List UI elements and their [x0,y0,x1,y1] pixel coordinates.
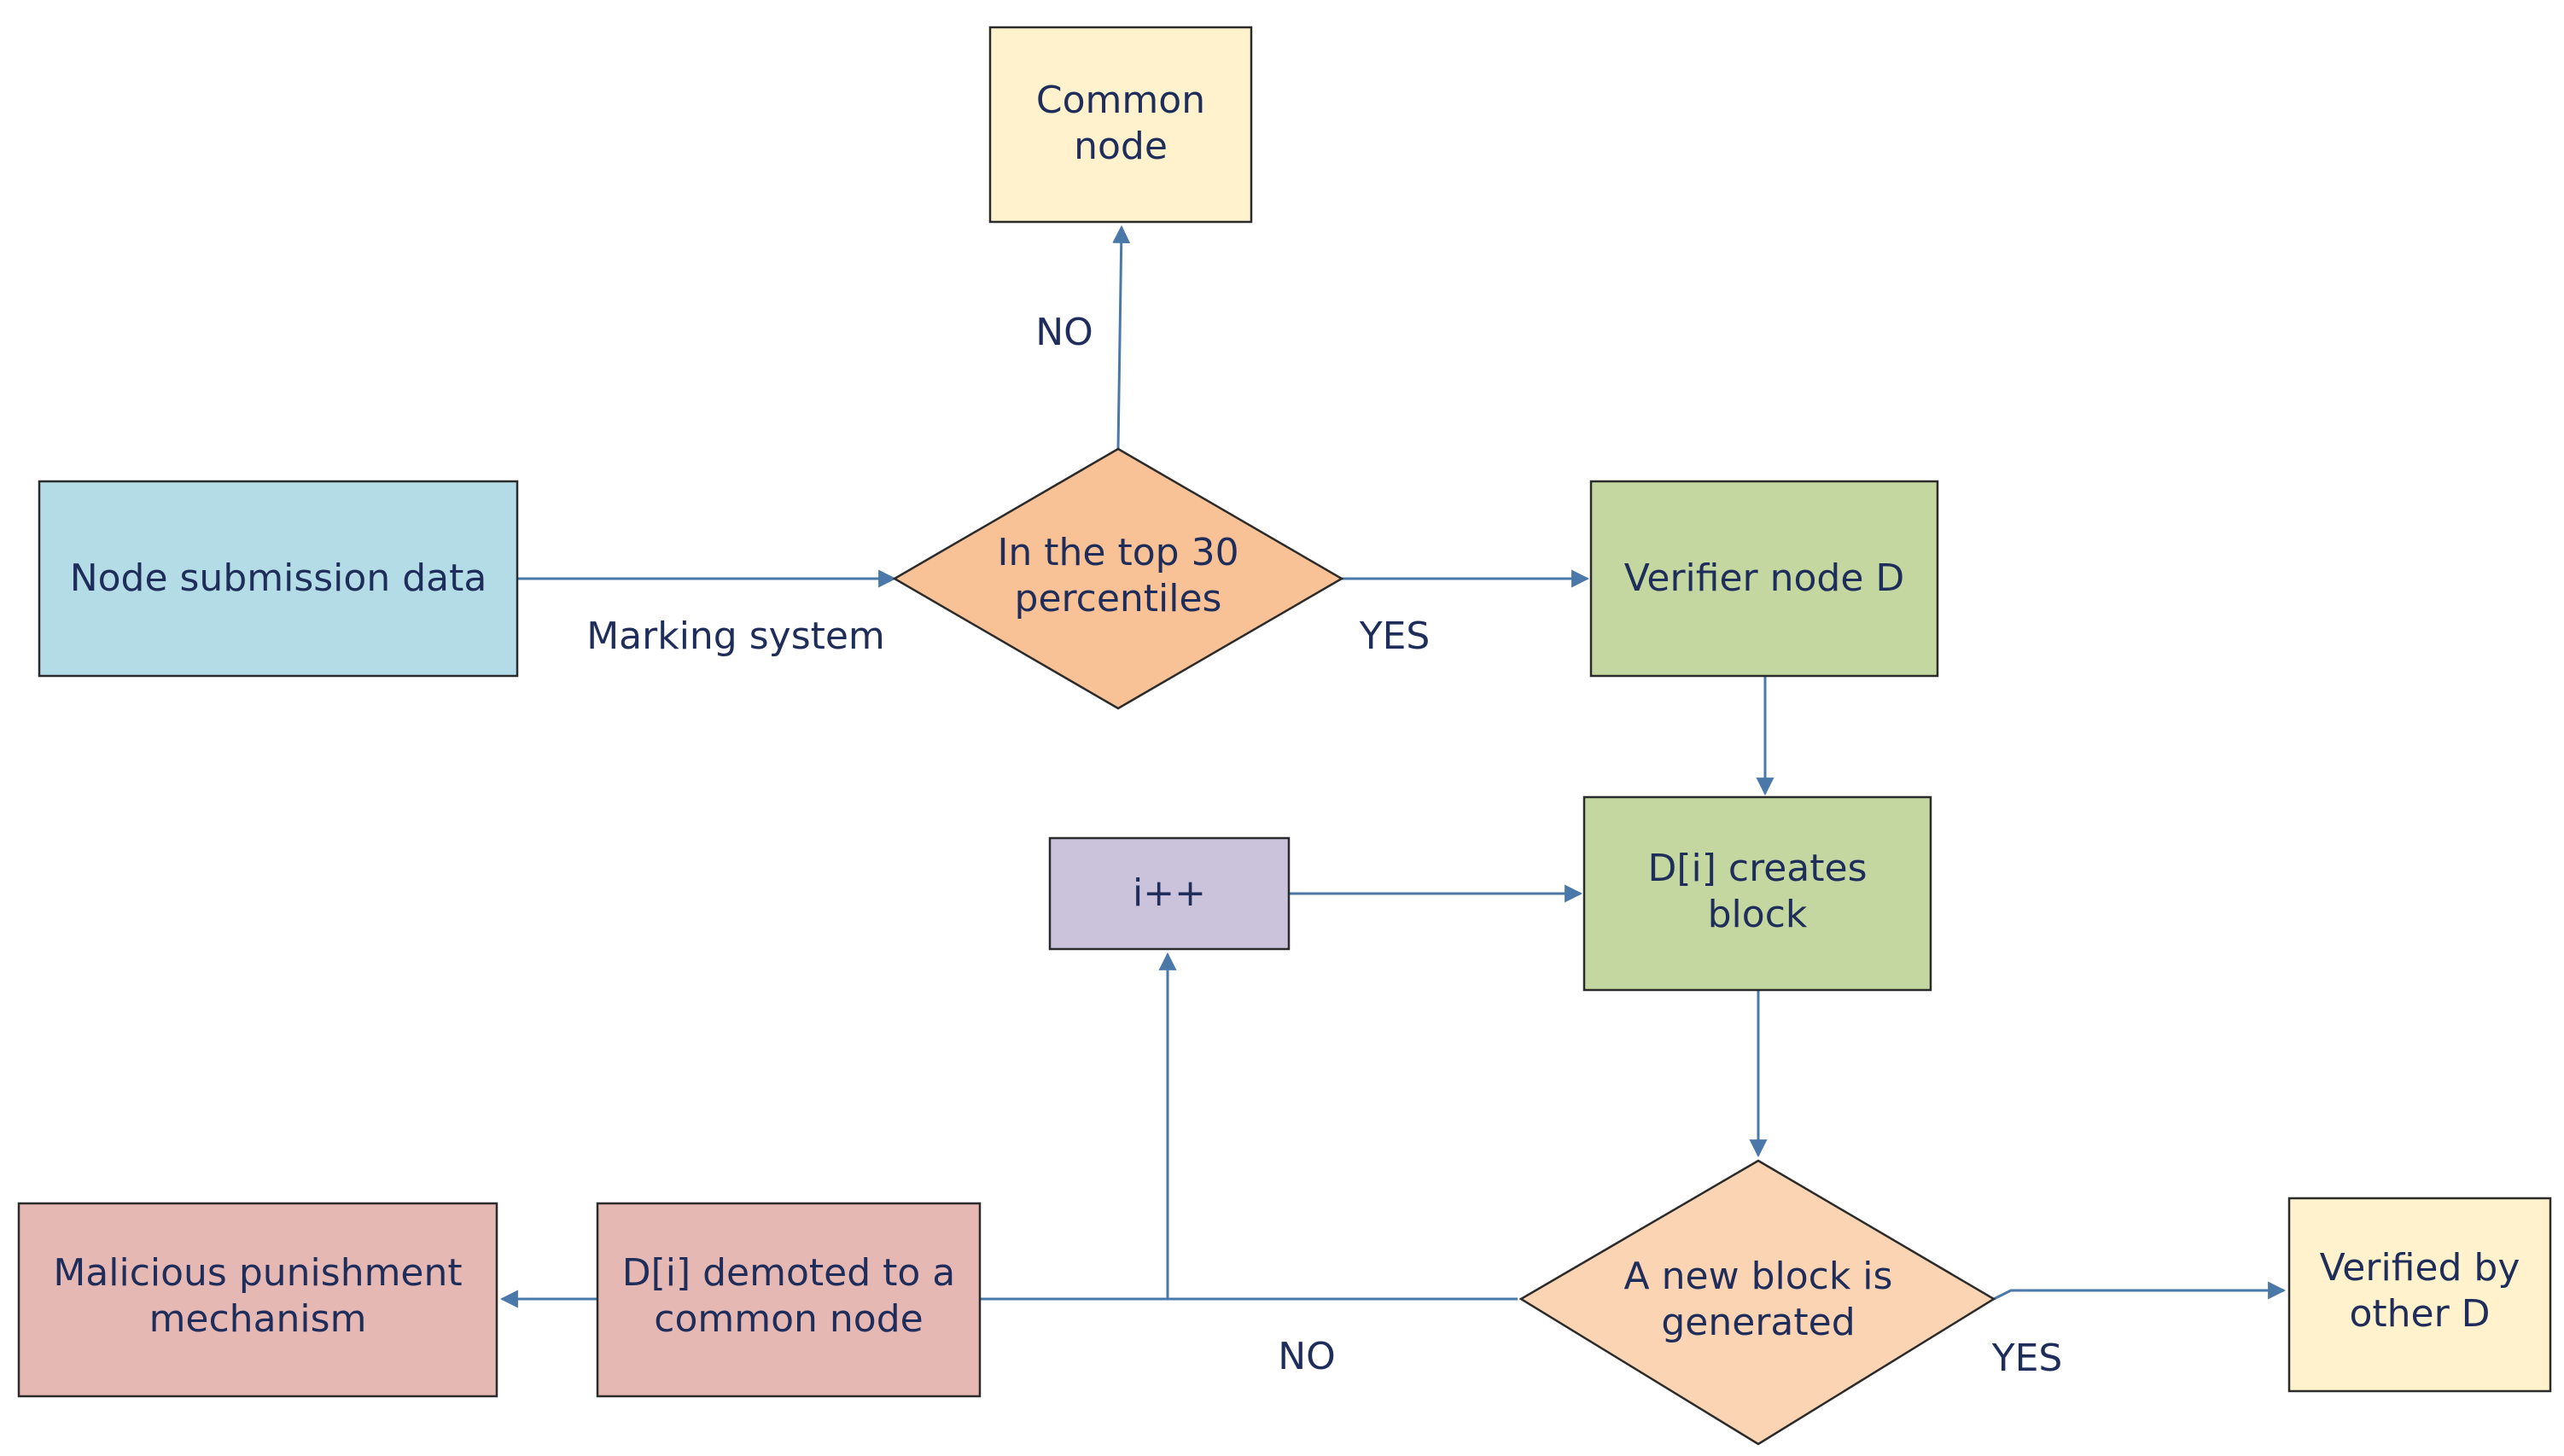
node-submission-line-1: Node submission data [70,556,487,600]
svg-text:Node submission data: Node submission data [70,556,487,600]
new-block-line-2: generated [1661,1301,1855,1344]
new-block-diamond [1518,1159,1996,1446]
label-yes-bottom: YES [1991,1337,2063,1380]
new-block-line-1: A new block is [1624,1255,1893,1298]
edge-new-block-to-verified [1993,1281,2287,1301]
common-node-top-line-2: node [1074,125,1168,168]
label-marking-system: Marking system [586,614,885,658]
verifier-line-1: Verifier node D [1624,556,1905,600]
node-i-plus-plus: i++ [1048,836,1291,951]
iplusplus-line-1: i++ [1133,871,1206,915]
punishment-line-2: mechanism [149,1297,367,1341]
demoted-line-2: common node [654,1297,923,1341]
verifier-box [1589,480,1939,678]
demoted-box [596,1202,982,1398]
iplusplus-box [1048,836,1291,951]
verified-box [2287,1197,2552,1393]
common-node-top-line-1: Common [1036,79,1205,122]
label-no-bottom: NO [1278,1335,1336,1378]
label-yes-right: YES [1359,614,1431,658]
creates-block-line-1: D[i] creates [1647,847,1867,890]
node-submission-box [38,480,519,678]
punishment-box [17,1202,498,1398]
creates-block-box [1582,795,1932,992]
top30-line-2: percentiles [1015,577,1222,620]
node-verifier: Verifier node D [1589,480,1939,678]
top30-line-1: In the top 30 [997,531,1238,574]
punishment-line-1: Malicious punishment [53,1251,462,1295]
common-node-top-box [988,26,1253,224]
verified-line-2: other D [2349,1292,2490,1336]
label-no-top: NO [1035,311,1093,354]
edge-decision-to-common-node [1112,224,1131,450]
edges [499,224,2287,1308]
svg-text:Verifier node D: Verifier node D [1624,556,1905,600]
demoted-line-1: D[i] demoted to a [622,1251,956,1295]
svg-text:i++: i++ [1133,871,1206,915]
creates-block-line-2: block [1708,893,1808,936]
top30-diamond [892,447,1344,710]
node-submission-data: Node submission data [38,480,519,678]
verified-line-1: Verified by [2320,1246,2520,1290]
